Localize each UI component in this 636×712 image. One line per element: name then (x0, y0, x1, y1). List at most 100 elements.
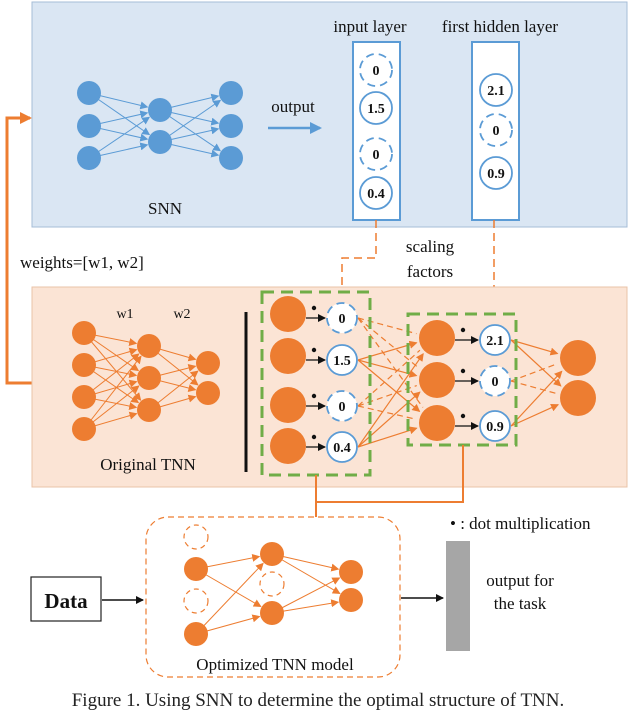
input-neuron (270, 296, 306, 332)
tnn-neuron (196, 351, 220, 375)
optimized-connection (195, 568, 262, 607)
input-neuron (270, 387, 306, 423)
snn-neuron (148, 98, 172, 122)
original-tnn-network (72, 321, 220, 441)
optimized-tnn-network (183, 524, 363, 646)
optimized-neuron (339, 560, 363, 584)
input-factor-value: 0 (339, 312, 346, 327)
connection (88, 116, 151, 159)
weights-label: weights=[w1, w2] (20, 253, 144, 272)
scaled-connection (510, 403, 560, 427)
scaling-link-input (341, 220, 377, 292)
input-factor-cell (326, 390, 358, 422)
scaling-label-line2: factors (407, 262, 453, 281)
input-factor-cell (326, 344, 358, 376)
hidden-layer-value: 0 (493, 124, 500, 139)
input-layer-cell (359, 91, 393, 125)
data-label: Data (44, 589, 88, 613)
original-tnn-label: Original TNN (100, 455, 196, 474)
input-layer-value: 0.4 (367, 187, 385, 202)
output-task-line2: the task (494, 594, 547, 613)
scaled-connection (357, 317, 420, 369)
optimized-connection (195, 562, 264, 635)
optimized-connection (271, 553, 341, 594)
hidden-factor-value: 0 (492, 375, 499, 390)
output-neuron (560, 380, 596, 416)
hidden-factor-value: 0.9 (486, 420, 504, 435)
input-layer-value: 1.5 (367, 102, 385, 117)
tnn-neuron (137, 366, 161, 390)
snn-output-label: output (271, 97, 315, 116)
tnn-neuron (72, 385, 96, 409)
pruned-neuron (259, 571, 285, 597)
snn-network (77, 81, 243, 170)
input-neuron (270, 338, 306, 374)
output-bar (446, 541, 470, 651)
input-layer-cell (359, 137, 393, 171)
data-box (30, 576, 102, 622)
hidden-layer-cell (479, 156, 513, 190)
pruned-neuron (183, 524, 209, 550)
optimized-model-box (145, 516, 401, 678)
snn-label: SNN (148, 199, 182, 218)
hidden-layer-cell (479, 113, 513, 147)
figure-caption: Figure 1. Using SNN to determine the opt… (71, 690, 565, 711)
input-factor-cell (326, 302, 358, 334)
scaled-connection (357, 426, 418, 448)
optimized-neuron (184, 622, 208, 646)
hidden-layer-values: 2.1 0 0.9 (479, 73, 513, 190)
scaled-connection (510, 339, 562, 387)
pruned-neuron (183, 588, 209, 614)
connection (88, 92, 151, 136)
hidden-layer-value: 0.9 (487, 167, 505, 182)
connection (159, 99, 222, 143)
snn-neuron (219, 114, 243, 138)
hidden-layer-title: first hidden layer (442, 17, 558, 36)
snn-neuron (219, 81, 243, 105)
output-neuron (560, 340, 596, 376)
hidden-factor-cell (479, 365, 511, 397)
input-factor-value: 0.4 (333, 441, 351, 456)
scaled-connection (510, 370, 563, 427)
dot-multiplication-marker (460, 413, 466, 419)
snn-neuron (219, 146, 243, 170)
input-layer-title: input layer (333, 17, 407, 36)
input-factor-value: 0 (339, 400, 346, 415)
optimized-neuron (260, 542, 284, 566)
optimized-connection (271, 577, 341, 614)
input-layer-cell (359, 176, 393, 210)
dot-multiplication-marker (460, 327, 466, 333)
connection (159, 109, 222, 152)
hidden-neuron (419, 405, 455, 441)
input-group-link (315, 445, 464, 503)
input-neuron (270, 428, 306, 464)
snn-neuron (77, 114, 101, 138)
optimized-neuron (339, 588, 363, 612)
scaled-connection (357, 391, 421, 448)
dot-multiplication-marker (460, 368, 466, 374)
input-layer-value: 0 (373, 64, 380, 79)
tnn-neuron (137, 334, 161, 358)
optimized-neuron (184, 557, 208, 581)
input-layer-cell (359, 53, 393, 87)
scaled-tnn-network: 01.500.42.100.9 (270, 296, 596, 464)
connection (83, 355, 142, 430)
scaled-connection (510, 363, 558, 382)
hidden-factor-cell (479, 410, 511, 442)
w1-label: w1 (116, 307, 133, 322)
hidden-neuron (419, 320, 455, 356)
input-factor-cell (326, 431, 358, 463)
input-layer-values: 0 1.5 0 0.4 (359, 53, 393, 210)
tnn-neuron (72, 417, 96, 441)
snn-panel (31, 1, 628, 228)
input-factor-value: 1.5 (333, 354, 351, 369)
tnn-neuron (196, 381, 220, 405)
hidden-layer-value: 2.1 (487, 84, 505, 99)
weights-feedback-arrow (5, 112, 32, 385)
input-layer-value: 0 (373, 148, 380, 163)
output-task-line1: output for (486, 571, 554, 590)
hidden-factor-cell (479, 324, 511, 356)
scaled-connection (357, 349, 421, 407)
dot-multiplication-marker (311, 434, 317, 440)
